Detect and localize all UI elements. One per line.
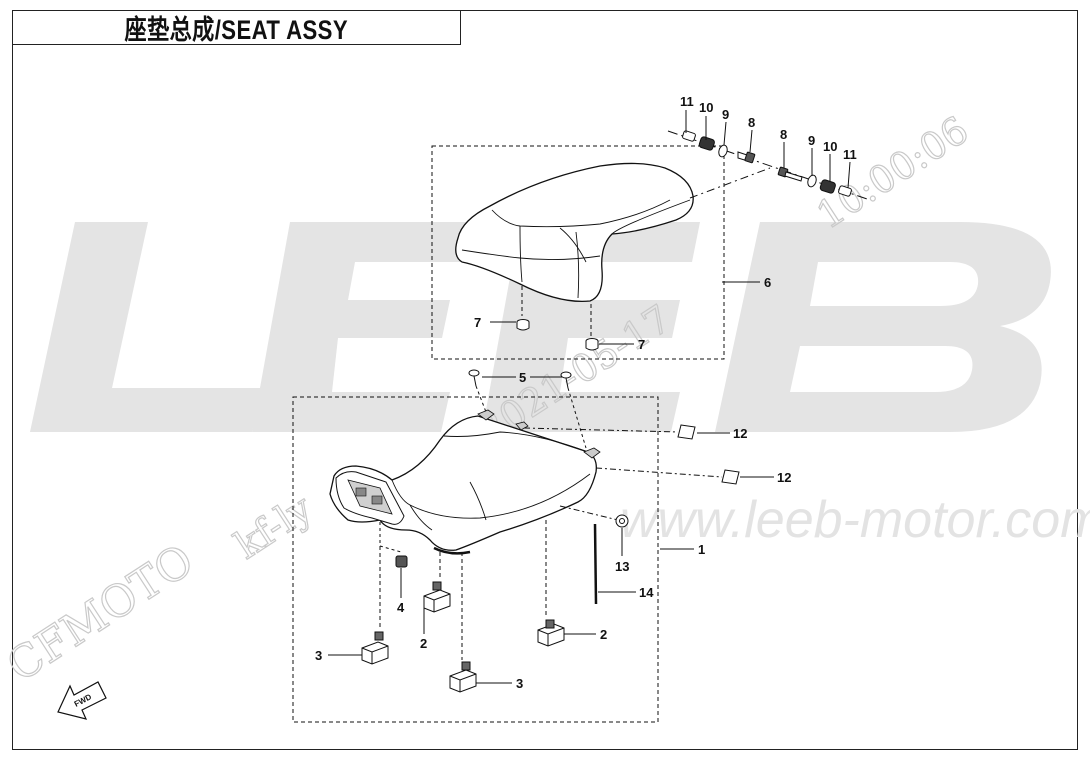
callout-2b: 2	[600, 627, 607, 642]
callout-14: 14	[639, 585, 654, 600]
callout-2a: 2	[420, 636, 427, 651]
label-sticker-12a	[523, 424, 696, 440]
time-watermark: 10:00:06	[809, 108, 976, 238]
forward-arrow-icon: FWD	[57, 681, 107, 720]
callout-10a: 10	[699, 100, 713, 115]
rubber-bumper-7b	[585, 304, 599, 351]
collar-10a	[698, 136, 715, 151]
callout-7a: 7	[474, 315, 481, 330]
callout-9a: 9	[722, 107, 729, 122]
callout-13: 13	[615, 559, 629, 574]
label-sticker-12b	[595, 467, 740, 485]
front-seat-cushion	[329, 409, 601, 555]
rear-seat-box	[431, 145, 725, 360]
front-seat-box	[292, 396, 659, 723]
callout-3a: 3	[315, 648, 322, 663]
rubber-block-3b	[449, 552, 477, 693]
callout-8b: 8	[780, 127, 787, 142]
callout-9b: 9	[808, 133, 815, 148]
url-watermark: www.leeb-motor.com	[620, 491, 1090, 549]
callout-12b: 12	[777, 470, 791, 485]
callout-3b: 3	[516, 676, 523, 691]
callout-5: 5	[519, 370, 526, 385]
rubber-block-2b	[537, 520, 565, 647]
right-hardware-group	[777, 166, 852, 197]
clip-4	[379, 522, 408, 568]
title-box: 座垫总成/SEAT ASSY	[12, 10, 461, 45]
maker-watermark: CFMOTO	[0, 535, 203, 693]
washer-9a	[718, 144, 728, 158]
rod-14	[593, 523, 599, 605]
page-title: 座垫总成/SEAT ASSY	[124, 15, 349, 45]
user-watermark: kf-ly	[227, 486, 320, 568]
leader-lines	[328, 110, 851, 684]
callout-11a: 11	[680, 94, 694, 109]
rubber-block-3a	[361, 546, 389, 665]
callout-10b: 10	[823, 139, 837, 154]
nut-13	[559, 505, 629, 528]
screw-5a	[468, 369, 487, 413]
rear-seat-cushion	[455, 162, 694, 303]
callout-11b: 11	[843, 147, 857, 162]
callout-7b: 7	[638, 337, 645, 352]
callout-4: 4	[397, 600, 405, 615]
bushing-11b	[838, 185, 852, 197]
callout-numbers: 11 10 9 8 8 9 10 11 6 7 7 5 12 12 1 13 1…	[315, 94, 857, 691]
callout-1: 1	[698, 542, 705, 557]
callout-12a: 12	[733, 426, 747, 441]
callout-6: 6	[764, 275, 771, 290]
drawing-frame	[12, 10, 1078, 750]
callout-8a: 8	[748, 115, 755, 130]
screw-5b	[560, 371, 587, 449]
left-hardware-group	[667, 130, 871, 201]
rubber-bumper-7a	[516, 286, 530, 331]
rubber-block-2a	[423, 552, 451, 613]
bushing-11a	[682, 130, 696, 142]
washer-9b	[807, 174, 817, 188]
